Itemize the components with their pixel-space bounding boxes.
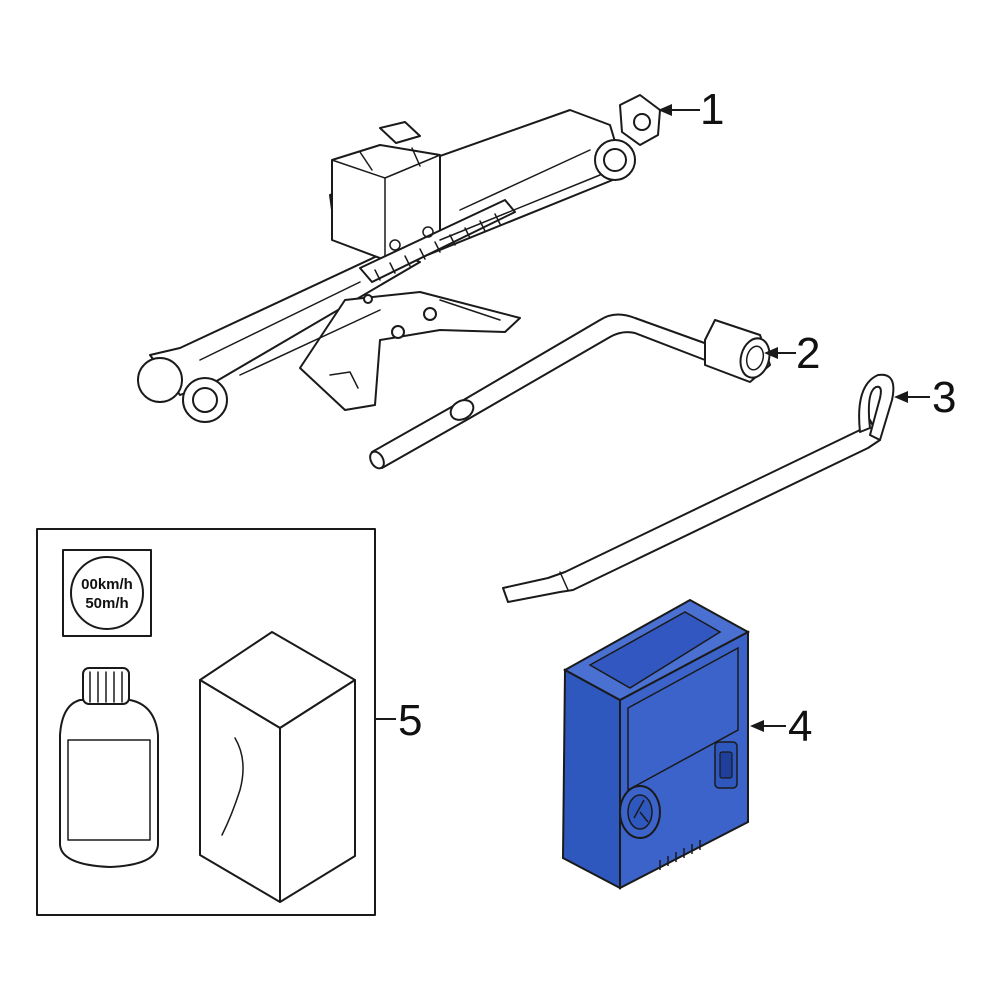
badge-line-1: 00km/h [81, 576, 133, 593]
speed-limit-badge: 00km/h 50m/h [62, 549, 152, 637]
callout-3: 3 [894, 373, 956, 422]
inflator-front-face [561, 668, 621, 890]
lug-wrench[interactable] [367, 313, 773, 470]
callout-label-5: 5 [398, 696, 422, 745]
callout-label-2: 2 [796, 329, 820, 378]
callout-5: 5 [375, 696, 422, 745]
callout-label-1: 1 [700, 85, 724, 134]
jack-handle-rod[interactable] [502, 373, 895, 603]
sealant-bottle [59, 667, 159, 868]
scissor-jack[interactable] [137, 94, 661, 423]
callout-1: 1 [658, 85, 724, 134]
tire-repair-kit[interactable]: 00km/h 50m/h [36, 528, 376, 916]
kit-box [199, 631, 356, 903]
badge-line-2: 50m/h [85, 595, 128, 612]
callout-label-3: 3 [932, 373, 956, 422]
tire-inflator-compressor[interactable] [561, 598, 751, 890]
callout-label-4: 4 [788, 702, 812, 751]
callout-2: 2 [764, 329, 820, 378]
callout-4: 4 [750, 702, 812, 751]
